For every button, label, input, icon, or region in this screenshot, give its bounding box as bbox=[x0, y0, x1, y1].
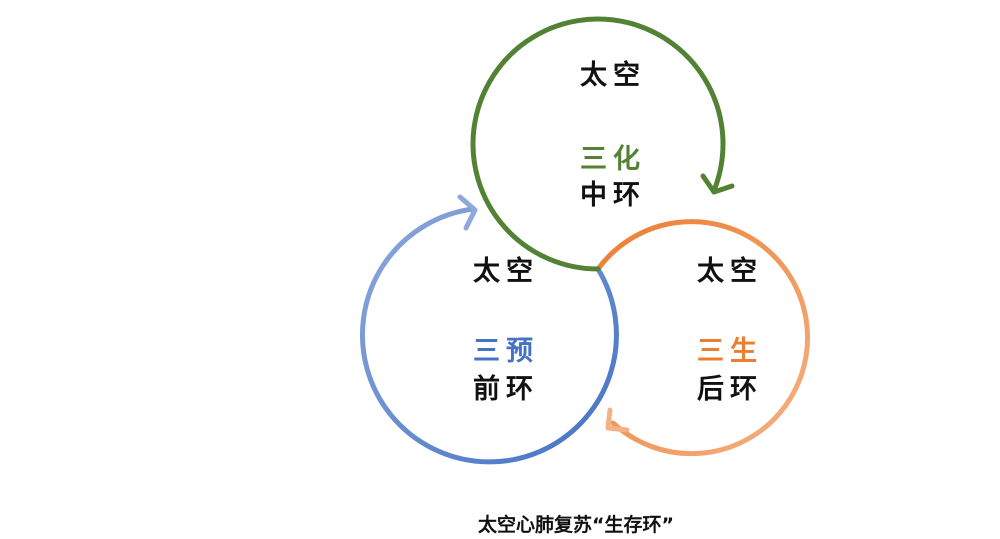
front-ring-label-bottom: 前环 bbox=[473, 374, 539, 405]
front-ring bbox=[359, 194, 619, 465]
back-ring-label-top: 太空 bbox=[697, 256, 763, 287]
diagram-caption: 太空心肺复苏“生存环” bbox=[478, 514, 674, 536]
front-ring-label-accent: 三预 bbox=[473, 336, 539, 367]
back-ring-label-accent: 三生 bbox=[697, 336, 763, 367]
middle-ring bbox=[470, 16, 735, 272]
middle-ring-label-top: 太空 bbox=[580, 60, 646, 91]
front-ring-arrow bbox=[457, 194, 478, 231]
middle-ring-arrow bbox=[700, 173, 735, 195]
back-ring bbox=[595, 219, 811, 457]
middle-ring-label-bottom: 中环 bbox=[580, 180, 646, 211]
back-ring-label-bottom: 后环 bbox=[697, 374, 763, 405]
back-ring-arrow bbox=[605, 407, 630, 433]
front-ring-label-top: 太空 bbox=[473, 256, 539, 287]
middle-ring-label-accent: 三化 bbox=[580, 144, 646, 175]
